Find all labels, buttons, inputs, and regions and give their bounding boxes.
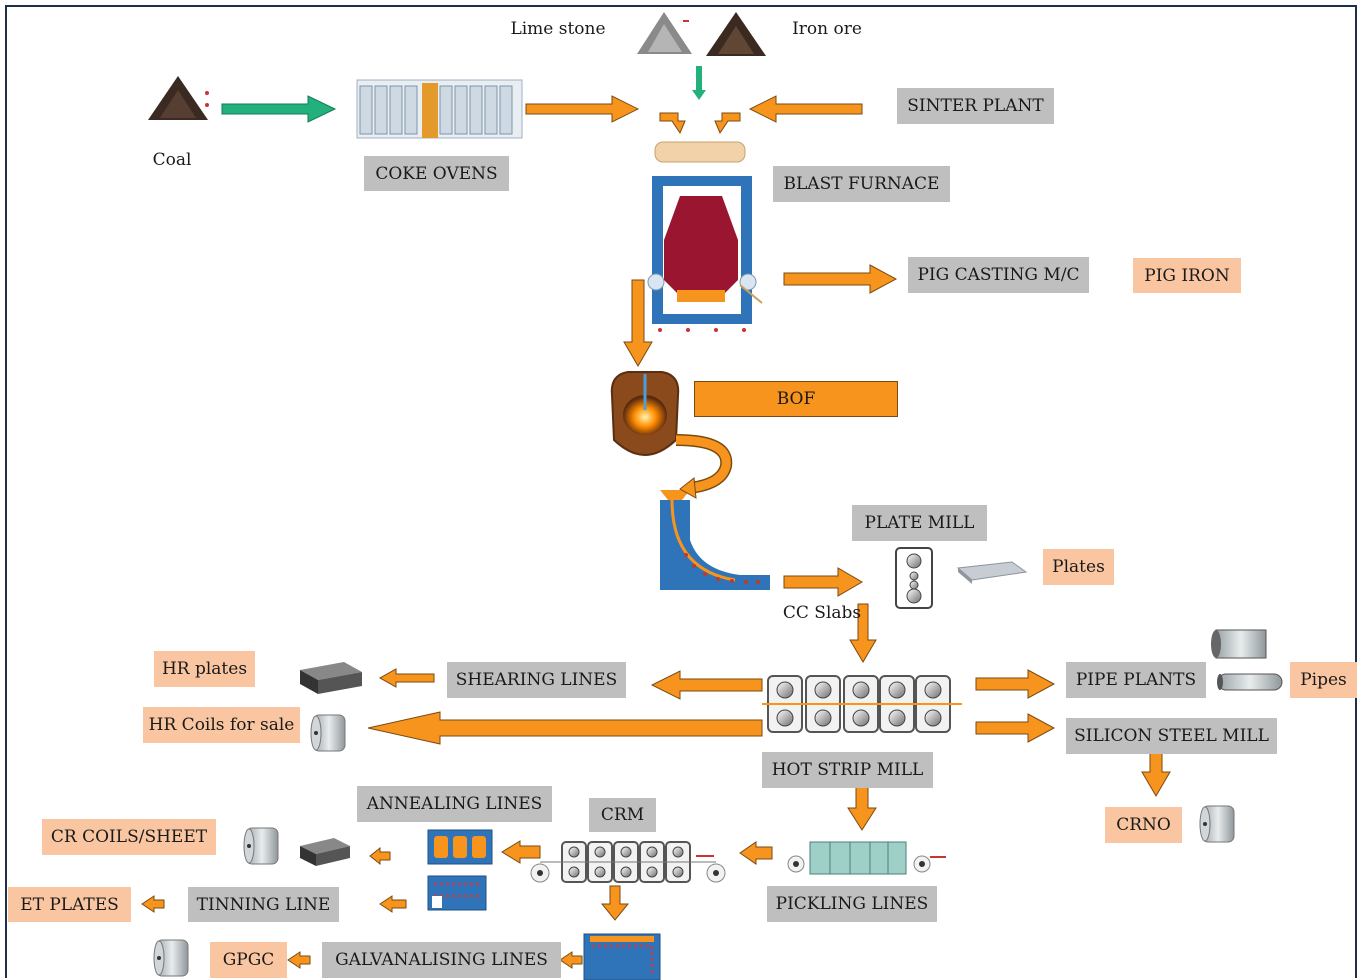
label-crno: CRNO [1105,807,1182,843]
label-hot-strip-mill: HOT STRIP MILL [762,752,933,788]
arrow-galv-to-gpgc [287,951,311,969]
label-pipes: Pipes [1290,662,1357,698]
hot-strip-mill-icon [762,675,962,733]
limestone-pile-icon [637,12,692,54]
label-cr-coils-sheet: CR COILS/SHEET [42,819,216,855]
arrow-furnace-to-pig-casting [783,264,898,294]
label-hr-coils: HR Coils for sale [143,707,300,743]
arrow-silicon-to-crno [1141,751,1171,797]
blast-furnace-icon [647,141,763,332]
plate-mill-stand-icon [895,547,933,609]
annealing-unit-icon [427,829,493,865]
label-plates: Plates [1043,549,1114,585]
label-et-plates: ET PLATES [8,887,131,922]
label-cc-slabs: CC Slabs [782,603,862,623]
pickling-line-icon [787,841,946,875]
label-coke-ovens: COKE OVENS [364,156,509,191]
label-plate-mill: PLATE MILL [852,505,987,541]
arrow-pickling-to-crm [739,841,773,865]
label-annealing-lines: ANNEALING LINES [357,786,552,822]
arrow-annealing-to-cr-coils [369,846,391,866]
arrow-hsm-to-shearing [650,670,763,700]
label-lime-stone: Lime stone [510,19,606,39]
arrow-crm-to-galvanising [600,885,630,921]
tinning-unit-icon [427,875,487,911]
arrow-ore-down [692,66,706,100]
label-shearing-lines: SHEARING LINES [447,662,626,698]
arrow-crm-to-annealing [501,840,541,864]
bof-converter-icon [610,371,680,457]
continuous-caster-icon [660,490,770,590]
coke-ovens-icon [356,79,523,139]
arrow-sinter-to-furnace [748,95,863,123]
label-blast-furnace: BLAST FURNACE [773,166,950,202]
arrow-coke-to-furnace [525,95,640,123]
cr-sheet-stack-icon [300,838,350,866]
hr-sheet-stack-icon [300,662,362,694]
label-coal: Coal [152,150,192,170]
arrow-hsm-to-pickling [847,785,877,831]
label-silicon-steel-mill: SILICON STEEL MILL [1066,718,1277,754]
galvanising-unit-icon [583,933,661,980]
arrow-feed-right [714,112,741,135]
arrow-hsm-to-pipe-plants [975,669,1056,699]
label-tinning-line: TINNING LINE [188,887,339,922]
label-sinter-plant: SINTER PLANT [897,88,1054,124]
arrow-coal-to-coke-ovens [221,95,337,123]
plate-product-icon [956,561,1028,584]
arrow-slabs-to-hsm [849,603,877,663]
hr-coil-icon [310,714,346,752]
label-galvanalising-lines: GALVANALISING LINES [322,942,561,978]
arrow-to-tinning [379,895,407,913]
arrow-hsm-to-hr-coils [367,711,763,745]
flow-arrows [141,66,1171,969]
label-pickling-lines: PICKLING LINES [767,886,937,922]
cr-coil-icon [243,827,279,865]
label-pig-iron: PIG IRON [1133,258,1241,293]
label-bof: BOF [694,381,898,417]
label-pig-casting: PIG CASTING M/C [908,257,1089,293]
crno-coil-icon [1199,805,1235,843]
gpgc-coil-icon [153,939,189,977]
arrow-feed-left [659,112,686,135]
pipes-icon [1211,629,1283,691]
arrow-tinning-to-et [141,895,165,913]
label-pipe-plants: PIPE PLANTS [1066,662,1206,698]
arrow-caster-to-plate-mill [783,567,863,597]
arrow-shearing-to-hr-plates [378,668,435,688]
label-iron-ore: Iron ore [792,19,862,39]
coal-pile-icon [148,76,209,120]
arrow-hsm-to-silicon-mill [975,713,1056,743]
label-gpgc: GPGC [210,942,287,978]
diagram-frame [5,5,1357,978]
label-crm: CRM [589,798,656,832]
crm-mill-icon [530,841,726,883]
label-hr-plates: HR plates [154,651,255,687]
arrow-furnace-to-bof [623,279,653,367]
iron-ore-pile-icon [706,12,766,56]
arrow-galvanising-to-lines [559,951,583,969]
